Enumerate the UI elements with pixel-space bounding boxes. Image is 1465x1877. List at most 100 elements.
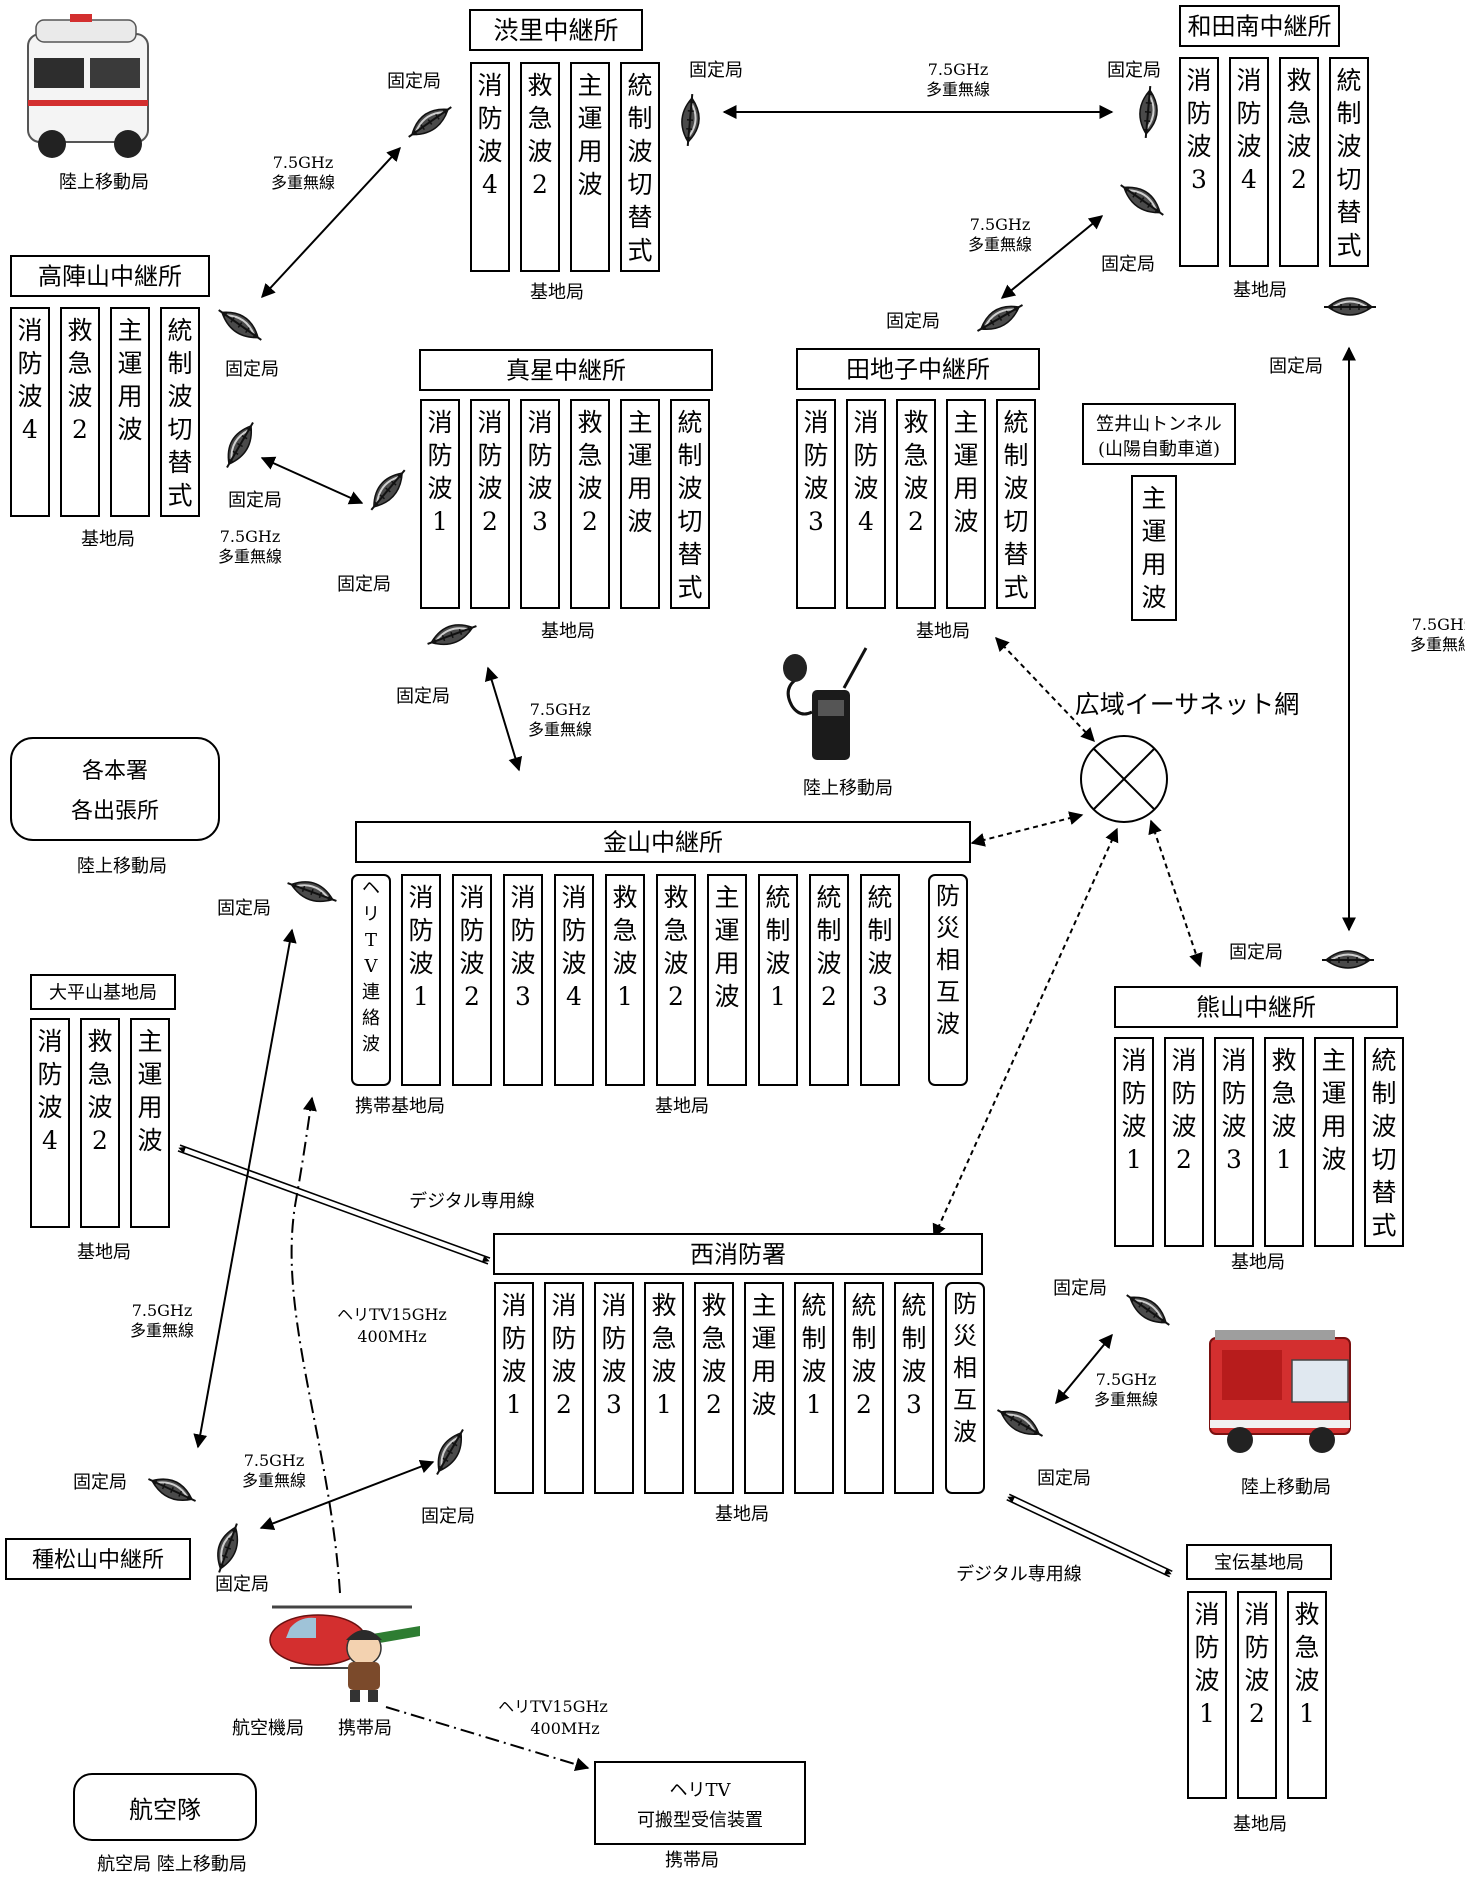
parabolic-antenna-icon [427,624,477,646]
aviation-footer: 航空局 陸上移動局 [97,1854,247,1875]
channel-frame [1279,57,1319,267]
bousai-label: 防災相互波 [953,1290,977,1446]
channel-takajinyama-3: 統制波切替式 [160,307,200,517]
shibusato-base-label: 基地局 [530,282,584,303]
fixed-station-label: 固定局 [1037,1468,1091,1489]
mw-link-tanematsu-nishi [259,1459,435,1531]
channel-label: 主運用波 [117,316,142,444]
ethernet-label: 広域イーサネット網 [1075,690,1300,719]
bousai-label-text: 防災相互波 [953,1290,977,1446]
fixed-station-label: 固定局 [73,1472,127,1493]
channel-frame [452,874,492,1086]
channel-frame [1364,1037,1404,1247]
mw-label-band: 7.5GHz [928,60,989,79]
channel-frame [494,1282,534,1494]
kanayama-bousai: 防災相互波 [928,874,968,1086]
nishi-bousai: 防災相互波 [945,1282,985,1494]
tajiko-base-label: 基地局 [916,621,970,642]
channel-frame [896,399,936,609]
channel-frame [694,1282,734,1494]
kanayama-title-text: 金山中継所 [603,829,723,857]
mw-label-type: 多重無線 [1410,635,1465,654]
heli-tv-label-1: ヘリTV15GHz [337,1305,447,1324]
channel-frame [1314,1037,1354,1247]
mw-label-type: 多重無線 [926,80,990,99]
channel-shibusato-2: 主運用波 [570,62,610,272]
kasaiyama-name: 笠井山トンネル [1096,414,1222,435]
kasaiyama-channel-frame [1131,475,1177,621]
ethernet-link-tajiko [995,636,1095,743]
heli-tv-label-3: ヘリTV15GHz [498,1697,608,1716]
ambulance-mobile-label: 陸上移動局 [59,172,149,193]
channel-frame [80,1018,120,1228]
channel-shibusato-3: 統制波切替式 [620,62,660,272]
kanayama-portable-label: 携帯基地局 [355,1096,445,1117]
heli-tv-uplink [290,1096,341,1594]
parabolic-antenna-icon [370,469,406,511]
mahoshi-title-frame [419,349,713,391]
channel-label-text: 主運用波 [577,71,602,199]
ethernet-link-kanayama [970,811,1084,847]
channel-frame [470,62,510,272]
nishi-title: 西消防署 [493,1233,983,1275]
kanayama-base-label: 基地局 [655,1096,709,1117]
channel-frame [946,399,986,609]
ethernet-network-icon [1080,735,1168,823]
channel-frame [30,1018,70,1228]
channel-frame [401,874,441,1086]
tanematsu-title: 種松山中継所 [5,1538,191,1580]
mw-link-tajiko-wada [1000,215,1104,299]
channel-frame [110,307,150,517]
channel-frame [130,1018,170,1228]
channel-label: 主運用波 [627,408,652,536]
channel-frame [1114,1037,1154,1247]
aviation-frame [73,1773,257,1841]
fixed-station-label: 固定局 [396,686,450,707]
mw-label-band: 7.5GHz [1096,1370,1157,1389]
parabolic-antenna-icon [226,421,254,469]
channel-label-text: 主運用波 [137,1027,162,1155]
shibusato-title-text: 渋里中継所 [493,16,618,45]
houden-title-text: 宝伝基地局 [1214,1552,1304,1573]
channel-label: 主運用波 [577,71,602,199]
channel-label: 統制波切替式 [1336,66,1361,260]
mw-label-band: 7.5GHz [220,527,281,546]
channel-frame [1164,1037,1204,1247]
radio-mobile-label: 陸上移動局 [803,778,893,799]
honsho-line-2: 各出張所 [71,799,159,824]
kumayama-base-label: 基地局 [1231,1252,1285,1273]
kumayama-title: 熊山中継所 [1114,986,1398,1028]
fixed-station-label: 固定局 [421,1506,475,1527]
aircraft-label: 航空機局 [232,1718,304,1739]
